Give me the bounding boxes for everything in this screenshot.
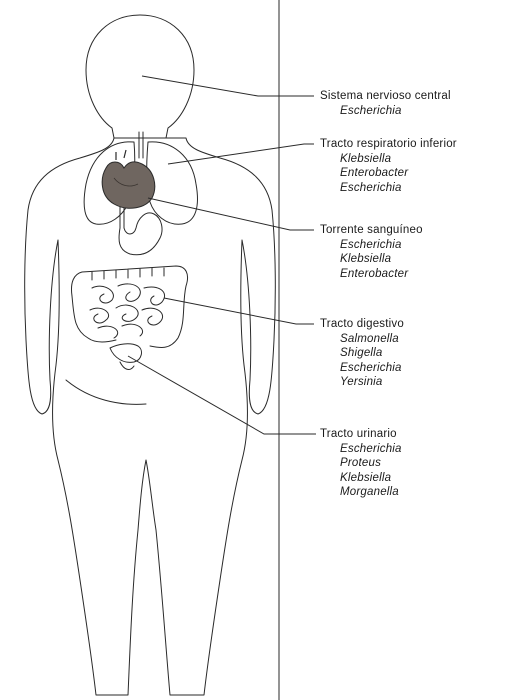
label-digestive: Tracto digestivo Salmonella Shigella Esc… xyxy=(320,317,404,390)
organism: Klebsiella xyxy=(320,252,423,267)
organism: Proteus xyxy=(320,456,402,471)
organism: Escherichia xyxy=(320,361,404,376)
organism: Escherichia xyxy=(320,104,451,119)
organism: Yersinia xyxy=(320,375,404,390)
organism: Escherichia xyxy=(320,238,423,253)
organism: Enterobacter xyxy=(320,166,457,181)
organism: Enterobacter xyxy=(320,267,423,282)
label-cns: Sistema nervioso central Escherichia xyxy=(320,89,451,118)
label-blood: Torrente sanguíneo Escherichia Klebsiell… xyxy=(320,223,423,281)
site-title: Tracto urinario xyxy=(320,427,402,442)
organism: Escherichia xyxy=(320,442,402,457)
site-title: Tracto respiratorio inferior xyxy=(320,137,457,152)
organism: Salmonella xyxy=(320,332,404,347)
organism: Shigella xyxy=(320,346,404,361)
organism: Escherichia xyxy=(320,181,457,196)
organism: Klebsiella xyxy=(320,471,402,486)
site-title: Torrente sanguíneo xyxy=(320,223,423,238)
organism: Morganella xyxy=(320,485,402,500)
organism: Klebsiella xyxy=(320,152,457,167)
site-title: Sistema nervioso central xyxy=(320,89,451,104)
site-title: Tracto digestivo xyxy=(320,317,404,332)
label-urinary: Tracto urinario Escherichia Proteus Kleb… xyxy=(320,427,402,500)
label-respiratory: Tracto respiratorio inferior Klebsiella … xyxy=(320,137,457,195)
